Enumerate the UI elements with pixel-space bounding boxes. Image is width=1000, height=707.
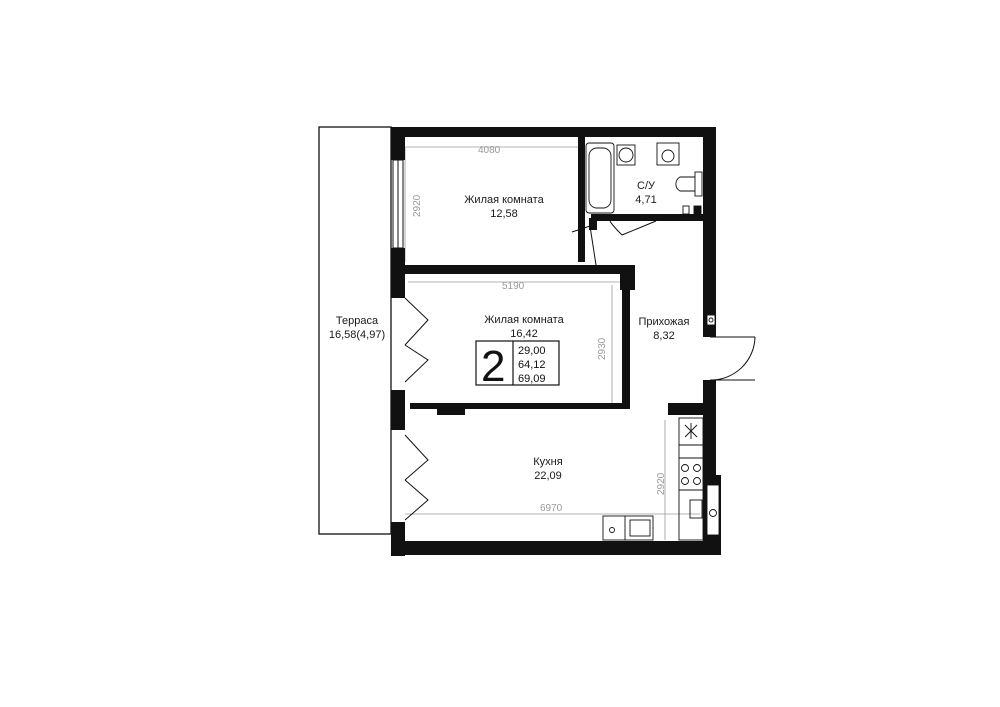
hall-name: Прихожая bbox=[639, 316, 690, 328]
dim-kitchen-height: 2920 bbox=[656, 472, 667, 495]
living-area: 29,00 bbox=[518, 345, 546, 357]
dim-living2-width: 5190 bbox=[502, 281, 525, 292]
total-area: 64,12 bbox=[518, 359, 546, 371]
living2-area: 16,42 bbox=[510, 328, 538, 340]
bathroom-fixtures bbox=[585, 142, 703, 215]
dim-living1-width: 4080 bbox=[478, 145, 501, 156]
living1-area: 12,58 bbox=[490, 208, 518, 220]
doors bbox=[404, 220, 756, 521]
terrace-area: 16,58(4,97) bbox=[329, 329, 385, 341]
windows bbox=[392, 159, 404, 249]
dim-kitchen-width: 6970 bbox=[540, 503, 563, 514]
dimension-labels: 4080 2920 5190 2930 6970 2920 bbox=[412, 145, 667, 514]
summary-box: 2 29,00 64,12 69,09 bbox=[475, 340, 560, 391]
terrace-name: Терраса bbox=[336, 315, 379, 327]
living2-name: Жилая комната bbox=[484, 314, 564, 326]
total-with-terrace: 69,09 bbox=[518, 373, 546, 385]
kitchen-fixtures bbox=[602, 314, 720, 541]
terrace bbox=[318, 126, 392, 535]
dim-living1-height: 2920 bbox=[412, 194, 423, 217]
room-labels: Жилая комната 12,58 Жилая комната 16,42 … bbox=[329, 180, 690, 482]
living1-name: Жилая комната bbox=[464, 194, 544, 206]
dim-living2-height: 2930 bbox=[597, 337, 608, 360]
hall-area: 8,32 bbox=[653, 330, 674, 342]
bath-area: 4,71 bbox=[635, 194, 656, 206]
dimension-lines bbox=[404, 146, 700, 540]
bath-name: С/У bbox=[637, 180, 656, 192]
kitchen-area: 22,09 bbox=[534, 470, 562, 482]
kitchen-name: Кухня bbox=[533, 456, 562, 468]
room-count: 2 bbox=[481, 342, 505, 391]
